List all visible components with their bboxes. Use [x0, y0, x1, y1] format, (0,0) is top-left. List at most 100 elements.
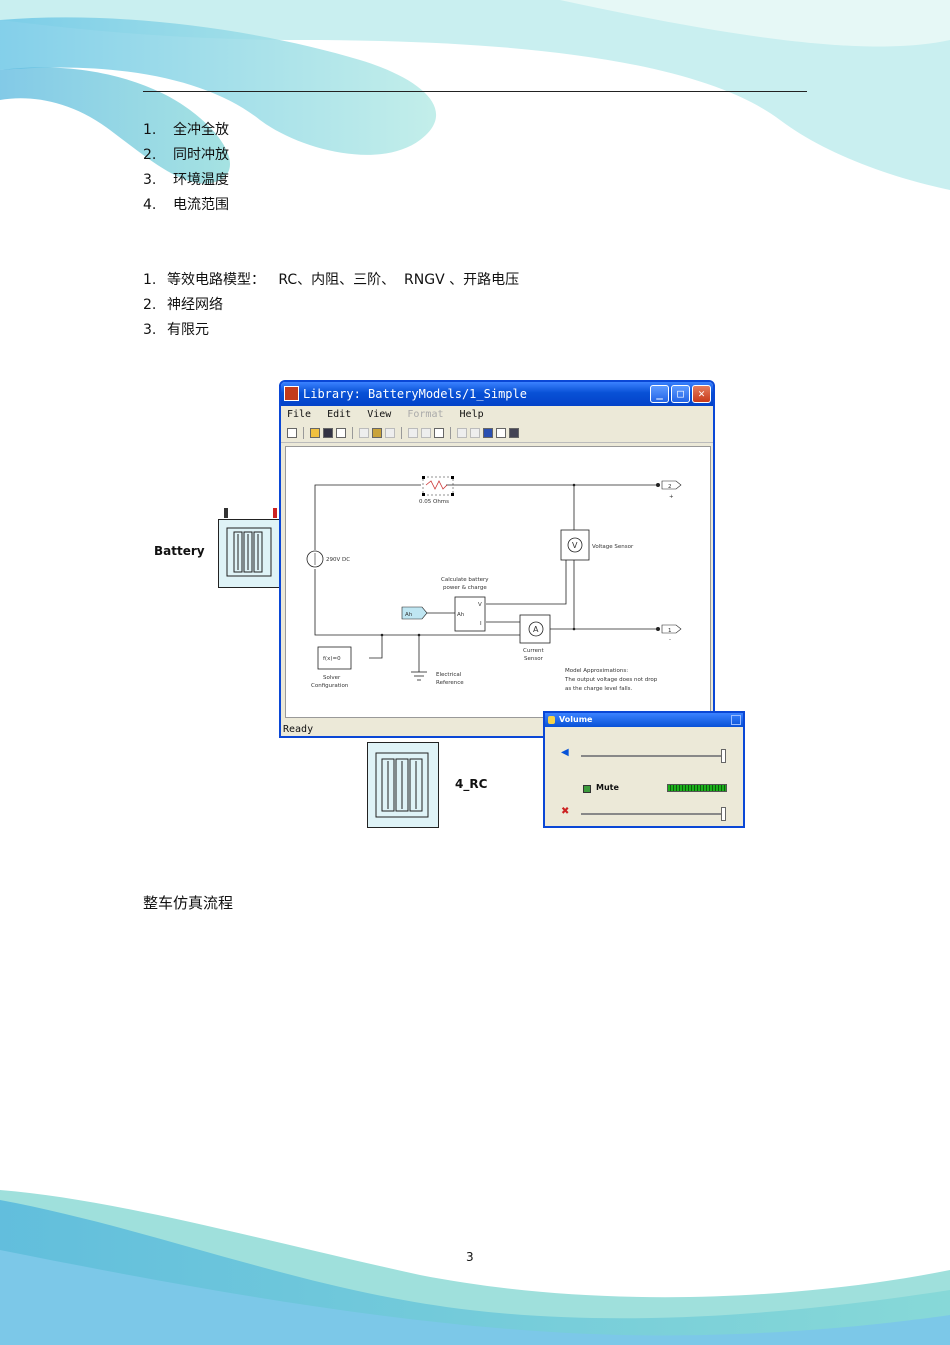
menu-bar: File Edit View Format Help — [281, 406, 713, 424]
svg-text:-: - — [669, 637, 671, 643]
cut-icon[interactable] — [359, 428, 369, 438]
volume-titlebar[interactable]: Volume — [545, 713, 743, 727]
output-port-1[interactable] — [661, 624, 682, 634]
menu-view[interactable]: View — [367, 409, 392, 420]
mute-label: Mute — [596, 783, 619, 792]
back-icon[interactable] — [408, 428, 418, 438]
up-icon[interactable] — [434, 428, 444, 438]
model-canvas[interactable]: 0.05 Ohms 290V DC V Voltage Sensor Calcu… — [285, 446, 711, 718]
svg-text:Sensor: Sensor — [524, 656, 544, 662]
resistor-block[interactable] — [422, 476, 454, 496]
minimize-button[interactable]: _ — [650, 385, 669, 403]
svg-text:Ah: Ah — [457, 612, 465, 618]
simulink-app-icon — [284, 386, 299, 401]
model-note-line: The output voltage does not drop — [564, 677, 658, 683]
svg-text:V: V — [478, 602, 482, 608]
svg-text:Configuration: Configuration — [311, 683, 349, 689]
svg-text:Reference: Reference — [436, 680, 464, 686]
library-window: Library: BatteryModels/1_Simple _ □ ✕ Fi… — [279, 380, 715, 738]
svg-text:f(x)=0: f(x)=0 — [323, 656, 341, 662]
mic-slider-track[interactable] — [581, 813, 726, 815]
status-bar: Ready — [283, 724, 314, 735]
menu-help[interactable]: Help — [459, 409, 484, 420]
window-titlebar[interactable]: Library: BatteryModels/1_Simple _ □ ✕ — [281, 382, 713, 406]
header-rule — [143, 91, 807, 92]
list-item: 2.同时冲放 — [143, 147, 229, 163]
page-number: 3 — [466, 1250, 474, 1264]
volume-level-meter — [667, 784, 727, 792]
toolbar — [281, 424, 713, 443]
toolbar-separator — [303, 427, 304, 439]
list-item: 1.等效电路模型： RC、内阻、三阶、 RNGV 、开路电压 — [143, 272, 520, 288]
dc-source-block[interactable] — [306, 550, 324, 568]
toolbar-separator — [352, 427, 353, 439]
volume-title: Volume — [559, 715, 593, 724]
redo-icon[interactable] — [470, 428, 480, 438]
svg-text:1: 1 — [668, 628, 672, 634]
debug-icon[interactable] — [509, 428, 519, 438]
battery-label: Battery — [154, 544, 205, 558]
list-item: 4.电流范围 — [143, 197, 229, 213]
mic-slider-thumb[interactable] — [721, 807, 726, 821]
battery-cell-icon — [375, 752, 429, 818]
volume-close-button[interactable] — [731, 715, 741, 725]
volume-app-icon — [548, 716, 555, 724]
current-sensor-block[interactable]: A — [519, 614, 551, 644]
rc-battery-block — [367, 742, 439, 828]
open-icon[interactable] — [310, 428, 320, 438]
reference-label: Electrical — [436, 672, 462, 678]
volume-window: Volume ◀ Mute ✖ — [543, 711, 745, 828]
menu-file[interactable]: File — [287, 409, 312, 420]
svg-text:V: V — [572, 541, 578, 550]
voltage-sensor-label: Voltage Sensor — [592, 544, 634, 550]
output-port-2[interactable] — [661, 480, 682, 490]
menu-edit[interactable]: Edit — [327, 409, 352, 420]
copy-icon[interactable] — [372, 428, 382, 438]
model-type-list: 1.等效电路模型： RC、内阻、三阶、 RNGV 、开路电压 2.神经网络 3.… — [143, 268, 519, 343]
model-note-title: Model Approximations: — [565, 668, 628, 674]
section-caption: 整车仿真流程 — [143, 894, 234, 912]
volume-slider-track[interactable] — [581, 755, 726, 757]
battery-terminals — [224, 508, 277, 518]
toolbar-separator — [401, 427, 402, 439]
list-item: 3.环境温度 — [143, 172, 229, 188]
calc-block-title: Calculate battery — [441, 577, 489, 583]
model-note-line: as the charge level falls. — [565, 686, 632, 692]
volume-slider-thumb[interactable] — [721, 749, 726, 763]
svg-text:I: I — [480, 621, 482, 627]
solver-config-block[interactable] — [317, 646, 352, 670]
new-icon[interactable] — [287, 428, 297, 438]
model-explorer-icon[interactable] — [496, 428, 506, 438]
list-item: 3.有限元 — [143, 322, 209, 338]
mute-checkbox[interactable] — [583, 785, 591, 793]
maximize-button[interactable]: □ — [671, 385, 690, 403]
close-button[interactable]: ✕ — [692, 385, 711, 403]
ah-output-port[interactable] — [401, 606, 428, 620]
resistor-label: 0.05 Ohms — [419, 499, 449, 505]
speaker-icon: ◀ — [561, 747, 569, 758]
calc-block-subtitle: power & charge — [443, 585, 487, 591]
menu-format[interactable]: Format — [407, 409, 444, 420]
circuit-diagram: 0.05 Ohms 290V DC V Voltage Sensor Calcu… — [306, 476, 682, 692]
feature-list: 1.全冲全放 2.同时冲放 3.环境温度 4.电流范围 — [143, 118, 229, 218]
current-sensor-label: Current — [523, 648, 545, 654]
electrical-reference-block[interactable] — [411, 671, 427, 681]
solver-label: Solver — [323, 675, 341, 681]
dc-source-label: 290V DC — [326, 557, 350, 563]
svg-text:A: A — [533, 625, 539, 634]
save-icon[interactable] — [323, 428, 333, 438]
voltage-sensor-block[interactable]: V — [560, 529, 590, 561]
print-icon[interactable] — [336, 428, 346, 438]
calc-battery-block[interactable] — [454, 596, 486, 632]
list-item: 1.全冲全放 — [143, 122, 229, 138]
rc-label: 4_RC — [455, 777, 488, 791]
svg-text:Ah: Ah — [405, 612, 413, 618]
library-browser-icon[interactable] — [483, 428, 493, 438]
battery-block — [218, 519, 282, 588]
undo-icon[interactable] — [457, 428, 467, 438]
svg-text:+: + — [669, 494, 674, 500]
paste-icon[interactable] — [385, 428, 395, 438]
list-item: 2.神经网络 — [143, 297, 223, 313]
forward-icon[interactable] — [421, 428, 431, 438]
